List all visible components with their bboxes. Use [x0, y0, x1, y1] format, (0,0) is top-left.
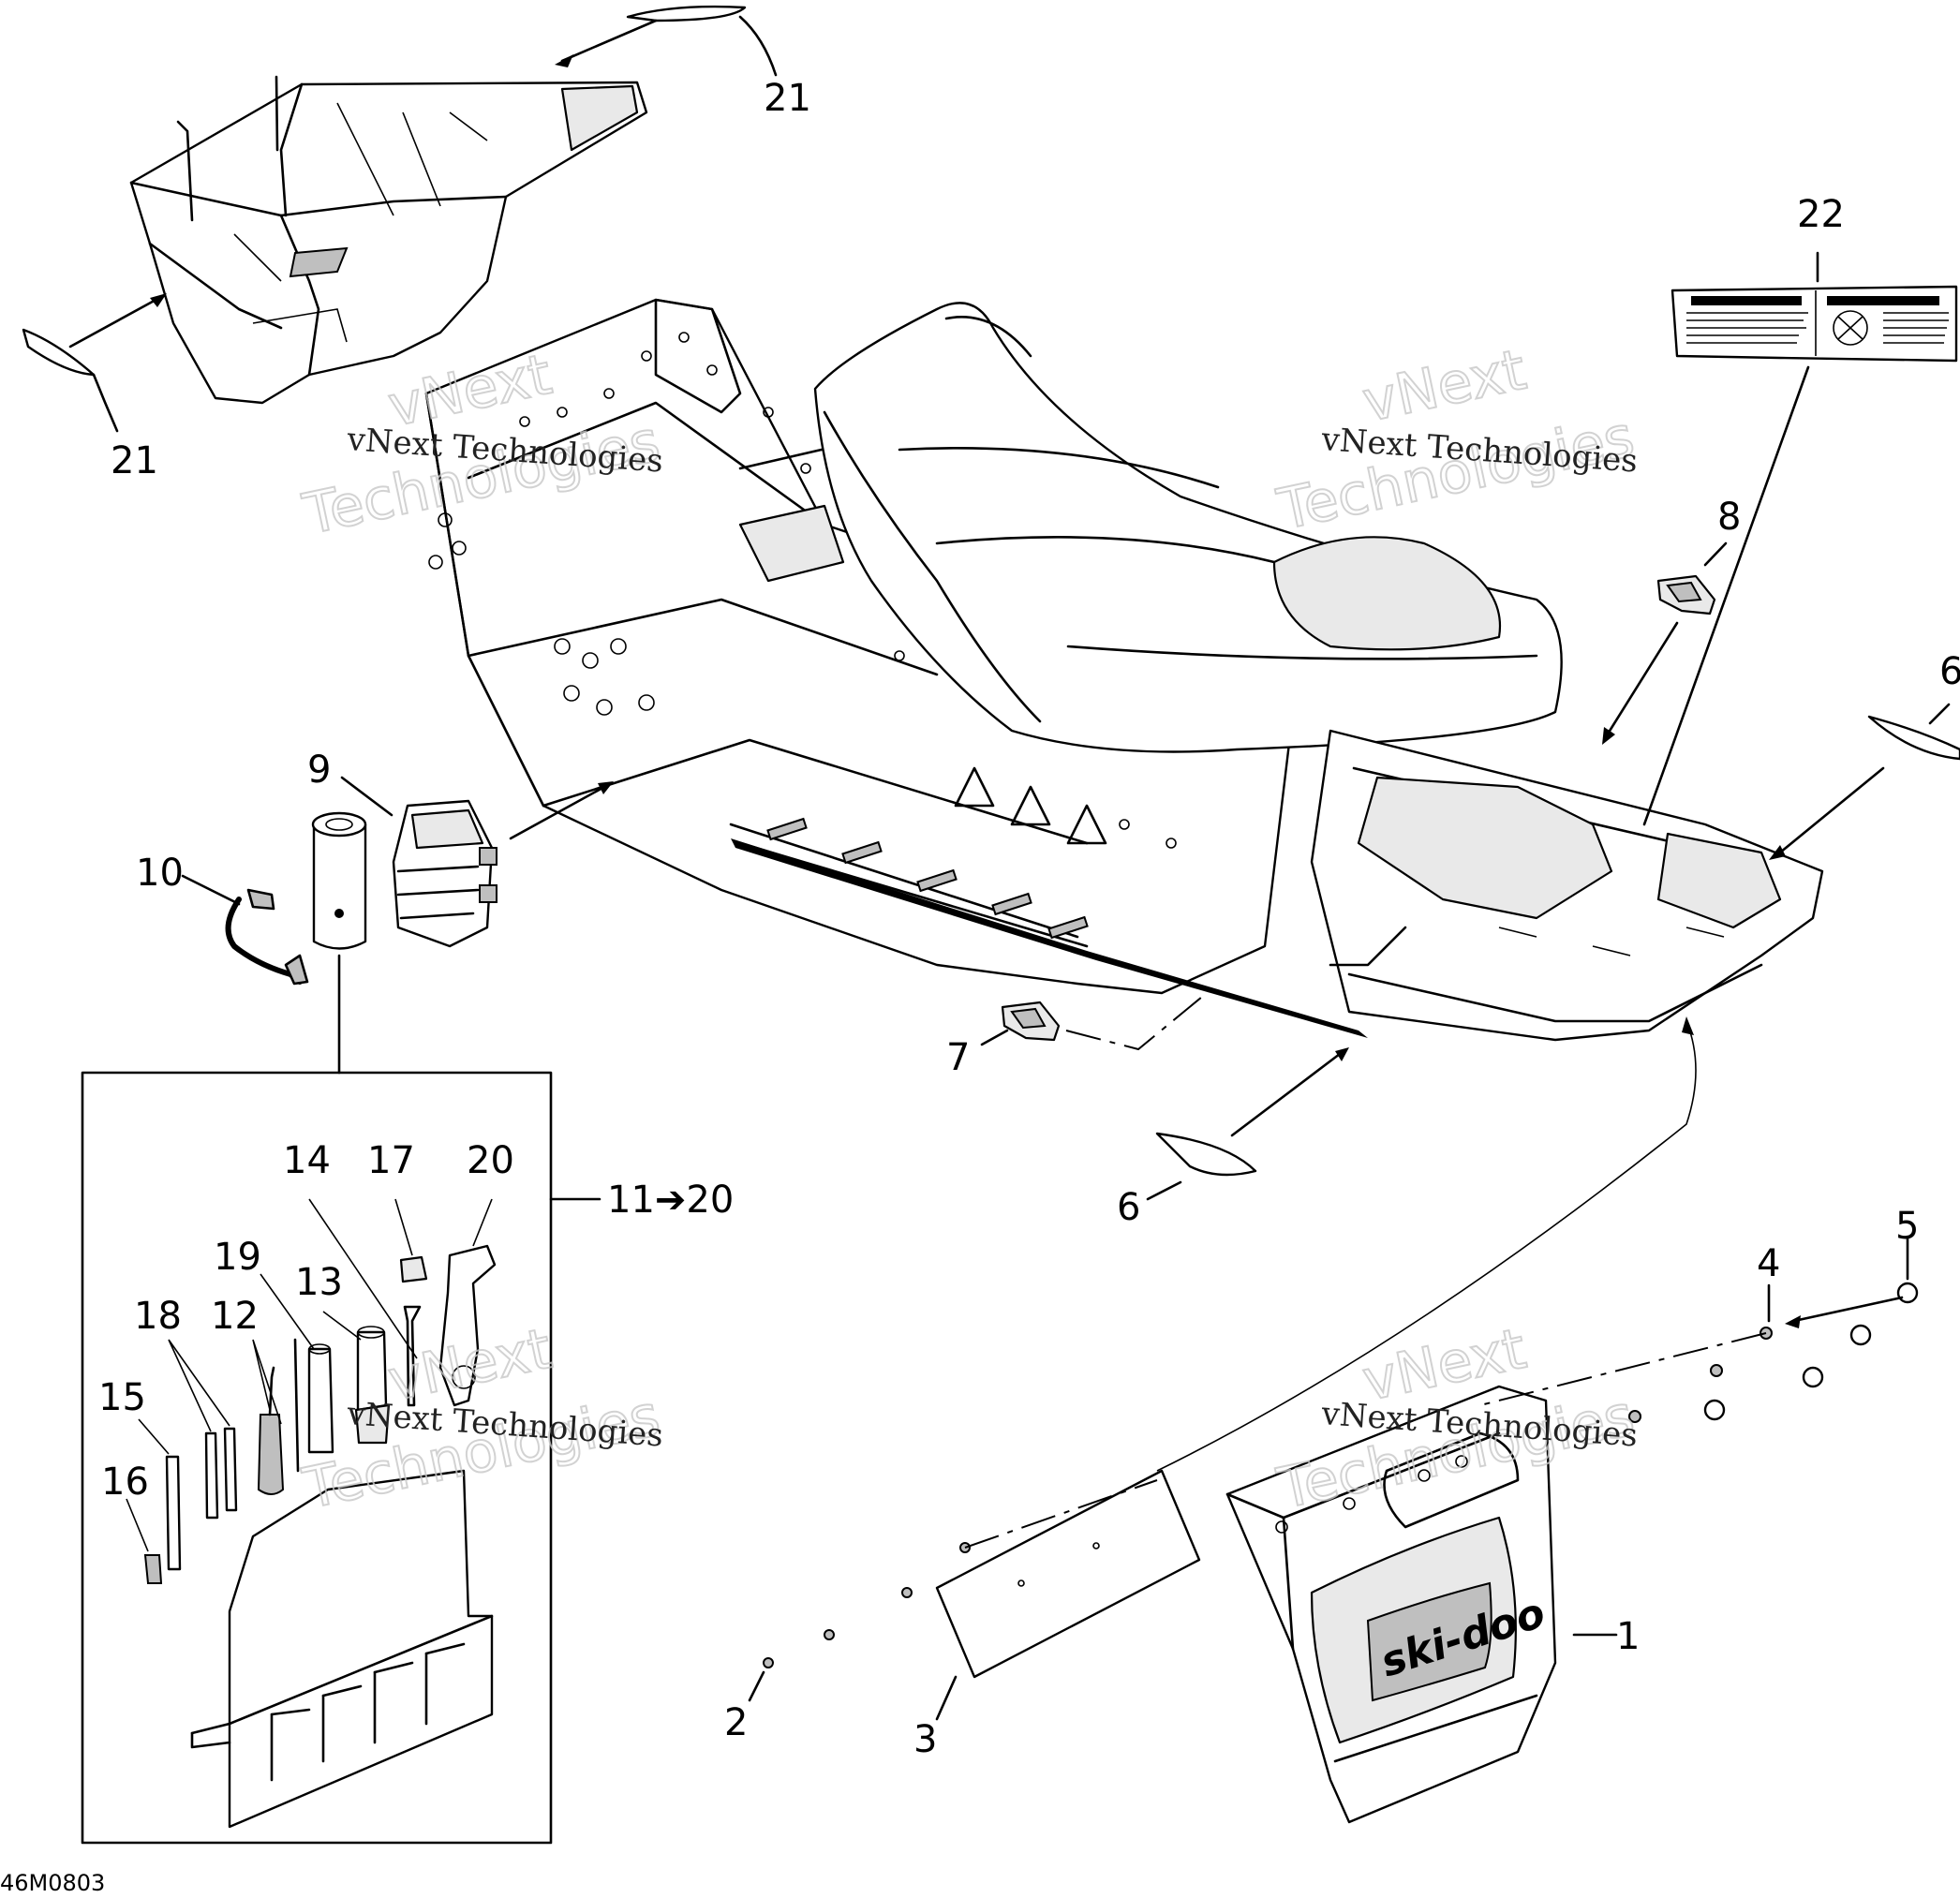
part-12-screwdriver — [257, 1366, 285, 1495]
callout-19: 19 — [214, 1236, 261, 1279]
leader-20 — [472, 1198, 493, 1247]
dashline-7 — [1065, 983, 1219, 1051]
part-2-rivets — [763, 1542, 971, 1668]
callout-16: 16 — [101, 1461, 149, 1504]
callout-4: 4 — [1757, 1242, 1780, 1285]
callout-15: 15 — [98, 1376, 146, 1419]
leader-18 — [168, 1339, 230, 1432]
arrow-6-right — [1778, 766, 1885, 854]
part-9-storage-bag — [392, 799, 497, 948]
arrow-9 — [509, 785, 606, 840]
leader-15 — [138, 1418, 170, 1455]
seat — [813, 302, 1563, 753]
drawing-code: 46M0803 — [0, 1870, 105, 1896]
part-3-reinforcement-plate — [935, 1469, 1201, 1679]
arrow-6-bottom — [1230, 1052, 1342, 1137]
callout-2: 2 — [724, 1701, 748, 1744]
callout-13: 13 — [295, 1261, 343, 1304]
callout-7: 7 — [946, 1036, 970, 1079]
callout-20: 20 — [467, 1139, 514, 1182]
leader-12 — [252, 1339, 282, 1425]
leader-3 — [935, 1675, 958, 1721]
part-18-wrenches — [204, 1427, 238, 1520]
callout-5: 5 — [1895, 1205, 1919, 1248]
callout-22: 22 — [1797, 193, 1845, 236]
leader-8 — [1703, 541, 1728, 567]
callout-17: 17 — [367, 1139, 415, 1182]
part-21-upper-body-panel — [129, 75, 648, 405]
part-20-combination-wrench — [438, 1244, 497, 1407]
callout-18: 18 — [134, 1295, 182, 1338]
leader-10 — [181, 874, 241, 906]
leader-17 — [394, 1198, 413, 1256]
part-16-key — [143, 1554, 163, 1584]
callout-14: 14 — [283, 1139, 331, 1182]
part-15-rod — [165, 1455, 182, 1571]
rear-bumper — [1310, 729, 1824, 1042]
leader-16 — [126, 1498, 149, 1552]
part-7-clip — [1001, 1001, 1061, 1042]
part-8-clip — [1656, 574, 1716, 615]
leader-6-bottom — [1146, 1180, 1182, 1201]
leader-9 — [340, 776, 393, 817]
part-13-spark-plug-socket — [354, 1326, 391, 1445]
leader-2 — [748, 1670, 765, 1702]
part-22-warning-label — [1670, 285, 1958, 363]
callout-21-top: 21 — [764, 77, 811, 120]
callout-8: 8 — [1717, 496, 1741, 539]
guide-line-plate — [1156, 1020, 1697, 1472]
dashline-2 — [964, 1479, 1158, 1549]
callout-6-right: 6 — [1939, 650, 1960, 693]
callout-21-left: 21 — [111, 439, 158, 482]
leader-7 — [980, 1029, 1009, 1046]
leader-22b — [1642, 365, 1810, 826]
arrow-21-top — [560, 19, 658, 63]
leader-13 — [322, 1311, 362, 1341]
leader-21-top — [738, 15, 778, 77]
arrow-5 — [1792, 1296, 1904, 1323]
arrow-21-left — [68, 296, 161, 348]
callout-12: 12 — [211, 1295, 259, 1338]
part-17-clip — [399, 1255, 428, 1283]
leader-14 — [308, 1198, 418, 1359]
part-6-decal-bottom — [1155, 1132, 1257, 1177]
tool-tube — [311, 811, 367, 950]
part-10-strap — [225, 888, 309, 986]
part-5-washers — [1703, 1282, 1919, 1421]
part-4-nuts — [1628, 1327, 1773, 1423]
callout-6-bottom: 6 — [1117, 1186, 1140, 1229]
part-14-wrench — [403, 1305, 422, 1407]
callout-3: 3 — [913, 1718, 937, 1761]
part-21-decal-left — [22, 328, 96, 377]
toolkit-tray — [190, 1469, 494, 1829]
leader-6-right — [1928, 703, 1951, 725]
arrow-8 — [1605, 621, 1679, 737]
part-19-socket — [293, 1338, 334, 1473]
leader-21-left — [92, 373, 119, 433]
svg-text:vNext: vNext — [1358, 337, 1532, 436]
leader-19 — [260, 1273, 315, 1350]
callout-10: 10 — [136, 852, 184, 895]
toolkit-frame — [81, 1071, 553, 1845]
part-21-decal-top — [626, 5, 747, 22]
part-1-mudflap — [1225, 1385, 1557, 1824]
callout-1: 1 — [1616, 1615, 1640, 1658]
dashline-4 — [1479, 1332, 1767, 1406]
part-6-decal-right — [1867, 715, 1960, 761]
callout-11-20: 11➔20 — [607, 1179, 734, 1222]
callout-9: 9 — [307, 749, 331, 792]
